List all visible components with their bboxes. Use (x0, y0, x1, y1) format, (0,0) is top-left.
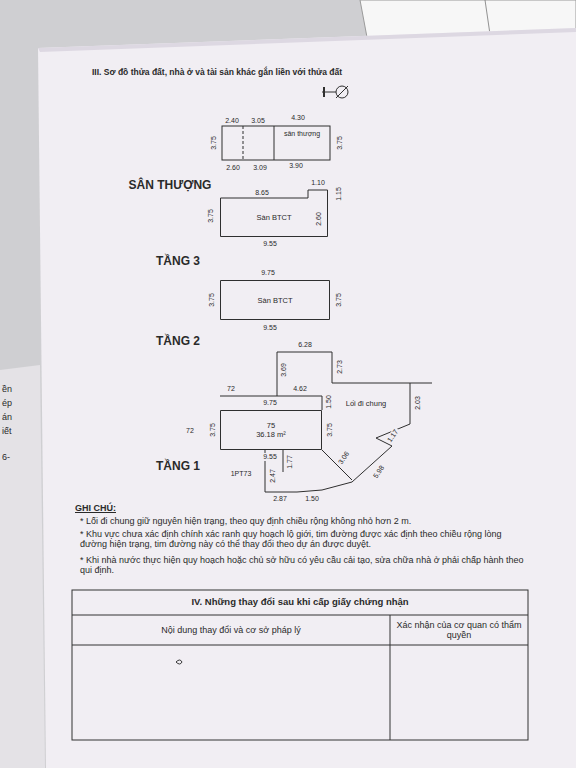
margin-fragment: iết (2, 426, 12, 436)
dimension-label: 2.40 (224, 117, 240, 125)
dimension-label: 1.15 (335, 186, 343, 202)
dimension-label: 3.75 (336, 135, 344, 151)
dimension-label: 3.75 (326, 422, 334, 438)
table-heading: IV. Những thay đổi sau khi cấp giấy chứn… (191, 597, 408, 608)
dimension-label: 2.87 (272, 495, 288, 503)
margin-fragment: ền (2, 384, 12, 394)
left-sheet (0, 365, 45, 768)
passage-label: Lối đi chung (346, 400, 386, 409)
outline-path (221, 190, 328, 237)
dimension-label: 72 (185, 427, 195, 435)
paper (38, 28, 576, 768)
dimension-label: 9.55 (262, 324, 278, 332)
table-header: Xác nhận của cơ quan có thẩm quyền (397, 620, 522, 641)
dimension-label: 2.47 (269, 468, 277, 484)
node-text-group: sân thượng (274, 130, 330, 138)
floor-title: TẦNG 3 (156, 255, 200, 269)
dimension-label: 6.28 (297, 341, 313, 349)
table-grid (72, 590, 528, 740)
dimension-label: 3.75 (207, 208, 215, 224)
floor-plans (220, 126, 432, 492)
floor-title: SÂN THƯỢNG (129, 179, 212, 193)
area-value: 36.18 m² (220, 430, 322, 439)
margin-fragment: 6- (2, 452, 10, 462)
dimension-label: 4.30 (290, 114, 306, 122)
note-line: * Khu vực chưa xác định chính xác ranh q… (80, 529, 525, 550)
dimension-label: 4.62 (292, 385, 308, 393)
dimension-label: 2.60 (225, 164, 241, 172)
floor-title: TẦNG 2 (156, 335, 200, 349)
area-label: sân thượng (274, 130, 330, 138)
note-line: * Khi nhà nước thực hiện quy hoạch hoặc … (80, 555, 525, 576)
dimension-label: 3.75 (209, 422, 217, 438)
dimension-label: 2.60 (315, 211, 323, 227)
floor-outline: Sàn BTCT (220, 280, 330, 320)
node-text-group: Sàn BTCT (220, 296, 330, 305)
area-label: Sàn BTCT (220, 213, 328, 222)
parcel-number: 1PT73 (231, 470, 252, 478)
floor-outline: 7536.18 m² (220, 410, 322, 450)
dimension-label: 9.75 (260, 269, 276, 277)
margin-fragment: án (2, 412, 12, 422)
margin-fragment: ép (2, 398, 12, 408)
dimension-label: 3.75 (335, 292, 343, 308)
dimension-label: 2.73 (336, 359, 344, 375)
dimension-label: 3.09 (252, 164, 268, 172)
note-heading: GHI CHÚ: (75, 503, 116, 513)
dimension-label: 1.50 (325, 394, 333, 410)
dimension-label: 1.77 (286, 454, 294, 470)
rooftop-room: sân thượng (274, 126, 330, 160)
section-title: III. Sơ đồ thửa đất, nhà ở và tài sản kh… (92, 68, 342, 78)
dimension-label: 9.55 (262, 453, 278, 461)
floor-title: TẦNG 1 (156, 460, 200, 474)
paper-edge (38, 28, 576, 52)
dimension-label: 3.75 (210, 135, 218, 151)
dimension-label: 2.03 (414, 395, 422, 411)
dimension-label: 3.90 (288, 162, 304, 170)
note-line: * Lối đi chung giữ nguyên hiện trạng, th… (80, 516, 525, 526)
dimension-label: 9.55 (262, 240, 278, 248)
node-text-group: 7536.18 m² (220, 421, 322, 439)
dimension-label: 72 (226, 385, 236, 393)
dimension-label: 8.65 (254, 189, 270, 197)
outline-path (221, 281, 330, 320)
dimension-label: 9.75 (262, 399, 278, 407)
dimension-label: 3.05 (250, 117, 266, 125)
area-label: Sàn BTCT (220, 296, 330, 305)
north-symbol (322, 86, 348, 98)
dimension-label: 1.50 (304, 495, 320, 503)
area-label: 75 (220, 421, 322, 430)
table-header: Nội dung thay đổi và cơ sở pháp lý (161, 625, 300, 635)
floor-outline: Sàn BTCT (220, 189, 328, 237)
node-text-group: Sàn BTCT (220, 213, 328, 222)
outline-path (221, 411, 322, 450)
dimension-label: 3.69 (280, 362, 288, 378)
dimension-label: 1.10 (310, 179, 326, 187)
dimension-label: 3.75 (208, 292, 216, 308)
